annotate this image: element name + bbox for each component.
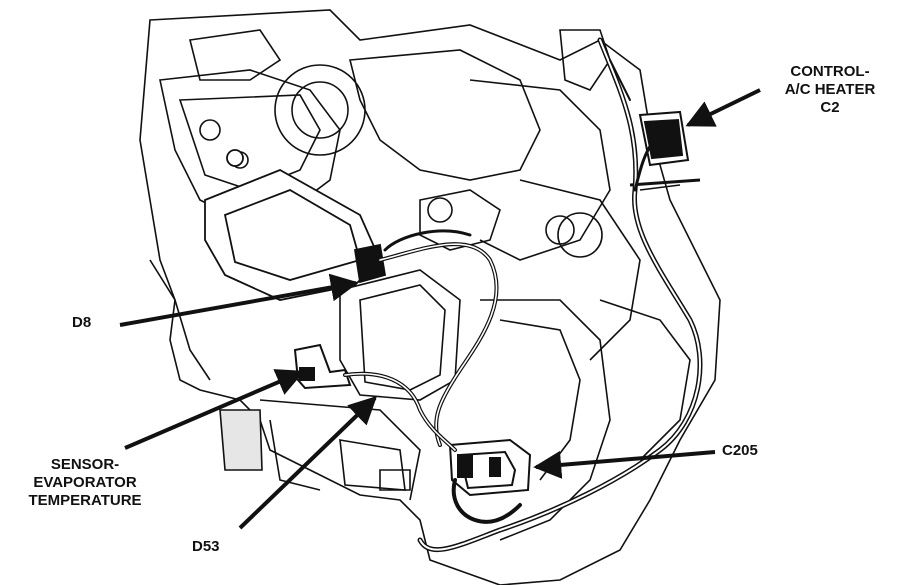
c205-connector [448,438,532,497]
control-ac-heater-connector [638,110,690,167]
wire-harness [343,37,703,552]
label-sensor-line-1: SENSOR- [50,456,120,473]
arrow-sensor-evap [124,369,305,450]
blower-block [339,269,461,401]
label-d8: D8 [72,314,92,331]
label-control-line-3: C2 [820,99,840,116]
label-sensor-evaporator-temperature: SENSOR- EVAPORATOR TEMPERATURE [20,456,150,510]
blend-door-actuator [204,149,387,301]
leader-arrows [119,88,761,530]
label-c205: C205 [722,442,758,459]
arrow-c205 [533,450,716,479]
label-control-ac-heater: CONTROL- A/C HEATER C2 [770,63,890,117]
label-control-line-1: CONTROL- [790,63,870,80]
label-sensor-line-3: TEMPERATURE [28,492,142,509]
label-sensor-line-2: EVAPORATOR [33,474,137,491]
label-d53: D53 [192,538,220,555]
label-control-line-2: A/C HEATER [784,81,876,98]
arrow-control-ac-heater [685,88,761,127]
arrow-d53 [238,396,378,530]
arrow-d8 [119,273,359,327]
